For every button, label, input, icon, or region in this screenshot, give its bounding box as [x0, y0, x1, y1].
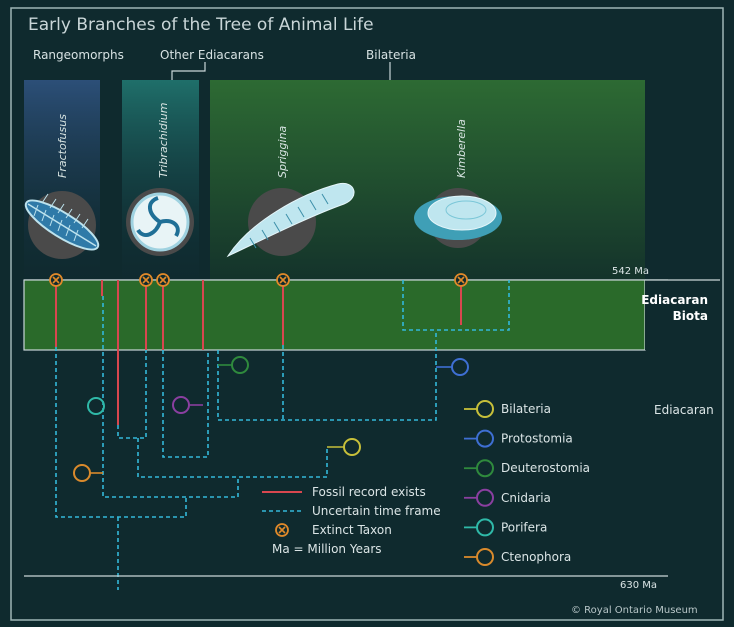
clade-legend-label: Ctenophora — [501, 550, 571, 564]
group-label-other-ediacarans: Other Ediacarans — [160, 48, 264, 62]
extinct-icon — [50, 274, 62, 286]
fossil-key-label: Fossil record exists — [312, 485, 426, 499]
time-label-542: 542 Ma — [612, 266, 649, 277]
diagram-title: Early Branches of the Tree of Animal Lif… — [28, 15, 374, 35]
taxon-label-kimberella: Kimberella — [455, 119, 468, 178]
time-label-630: 630 Ma — [620, 580, 657, 591]
biota-label-line1: Ediacaran — [641, 293, 708, 307]
taxon-label-tribrachidium: Tribrachidium — [157, 103, 170, 179]
clade-legend-label: Porifera — [501, 520, 547, 534]
taxon-label-spriggina: Spriggina — [276, 125, 289, 178]
extinct-icon — [455, 274, 467, 286]
clade-legend-label: Deuterostomia — [501, 461, 590, 475]
extinct-key-label: Extinct Taxon — [312, 523, 392, 537]
extinct-icon — [277, 274, 289, 286]
credit-text: © Royal Ontario Museum — [571, 605, 698, 616]
group-label-rangeomorphs: Rangeomorphs — [33, 48, 124, 62]
tribrachidium-illustration — [126, 188, 194, 256]
extinct-key-icon — [276, 524, 288, 536]
period-label: Ediacaran — [654, 403, 714, 417]
group-label-bilateria: Bilateria — [366, 48, 416, 62]
clade-legend-label: Cnidaria — [501, 491, 551, 505]
clade-legend-label: Bilateria — [501, 402, 551, 416]
taxon-label-fractofusus: Fractofusus — [56, 114, 69, 178]
ma-key-label: Ma = Million Years — [272, 542, 382, 556]
extinct-icon — [157, 274, 169, 286]
clade-legend-label: Protostomia — [501, 432, 573, 446]
biota-label-line2: Biota — [673, 309, 708, 323]
extinct-icon — [140, 274, 152, 286]
uncertain-key-label: Uncertain time frame — [312, 504, 441, 518]
